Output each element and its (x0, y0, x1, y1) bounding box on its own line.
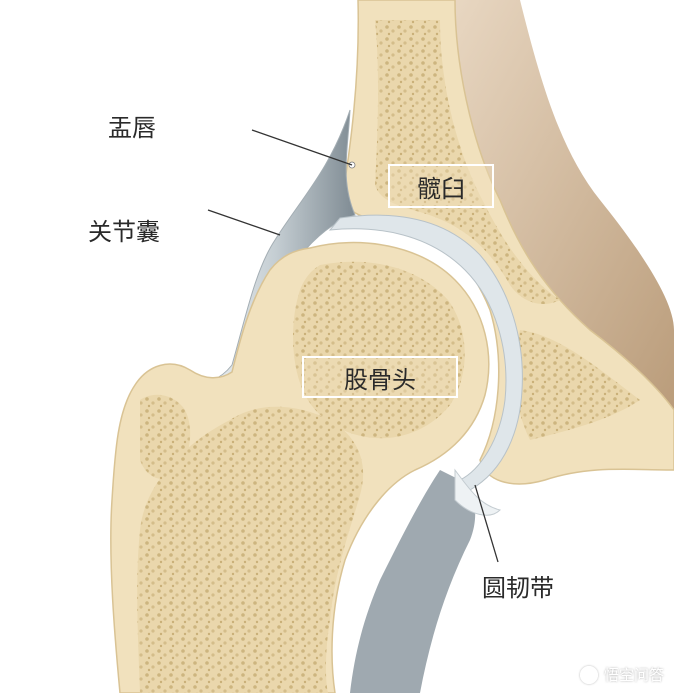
acetabulum-label: 髋臼 (388, 164, 494, 208)
ligamentum-teres-label: 圆韧带 (482, 574, 554, 602)
femoral-head-spongy (293, 261, 465, 439)
greater-trochanter-spongy (140, 394, 191, 480)
ligament-band (350, 470, 476, 693)
acetabulum-spongy (375, 20, 560, 305)
femoral-neck-spongy (137, 406, 364, 693)
soft-tissue (445, 0, 674, 430)
labrum-leader-line (251, 129, 353, 166)
capsule-leader-line (207, 209, 281, 236)
capsule-label: 关节囊 (88, 218, 160, 246)
ligament-leader-line (474, 484, 499, 563)
watermark-text: 悟空问答 (603, 666, 664, 684)
wukong-logo-icon (579, 665, 598, 684)
femoral-head-label: 股骨头 (302, 356, 458, 398)
ligamentum-teres-fibers (454, 468, 501, 516)
pelvis-lower-spongy (514, 330, 640, 440)
watermark: 悟空问答 (579, 664, 664, 685)
labrum-label: 盂唇 (108, 114, 156, 142)
